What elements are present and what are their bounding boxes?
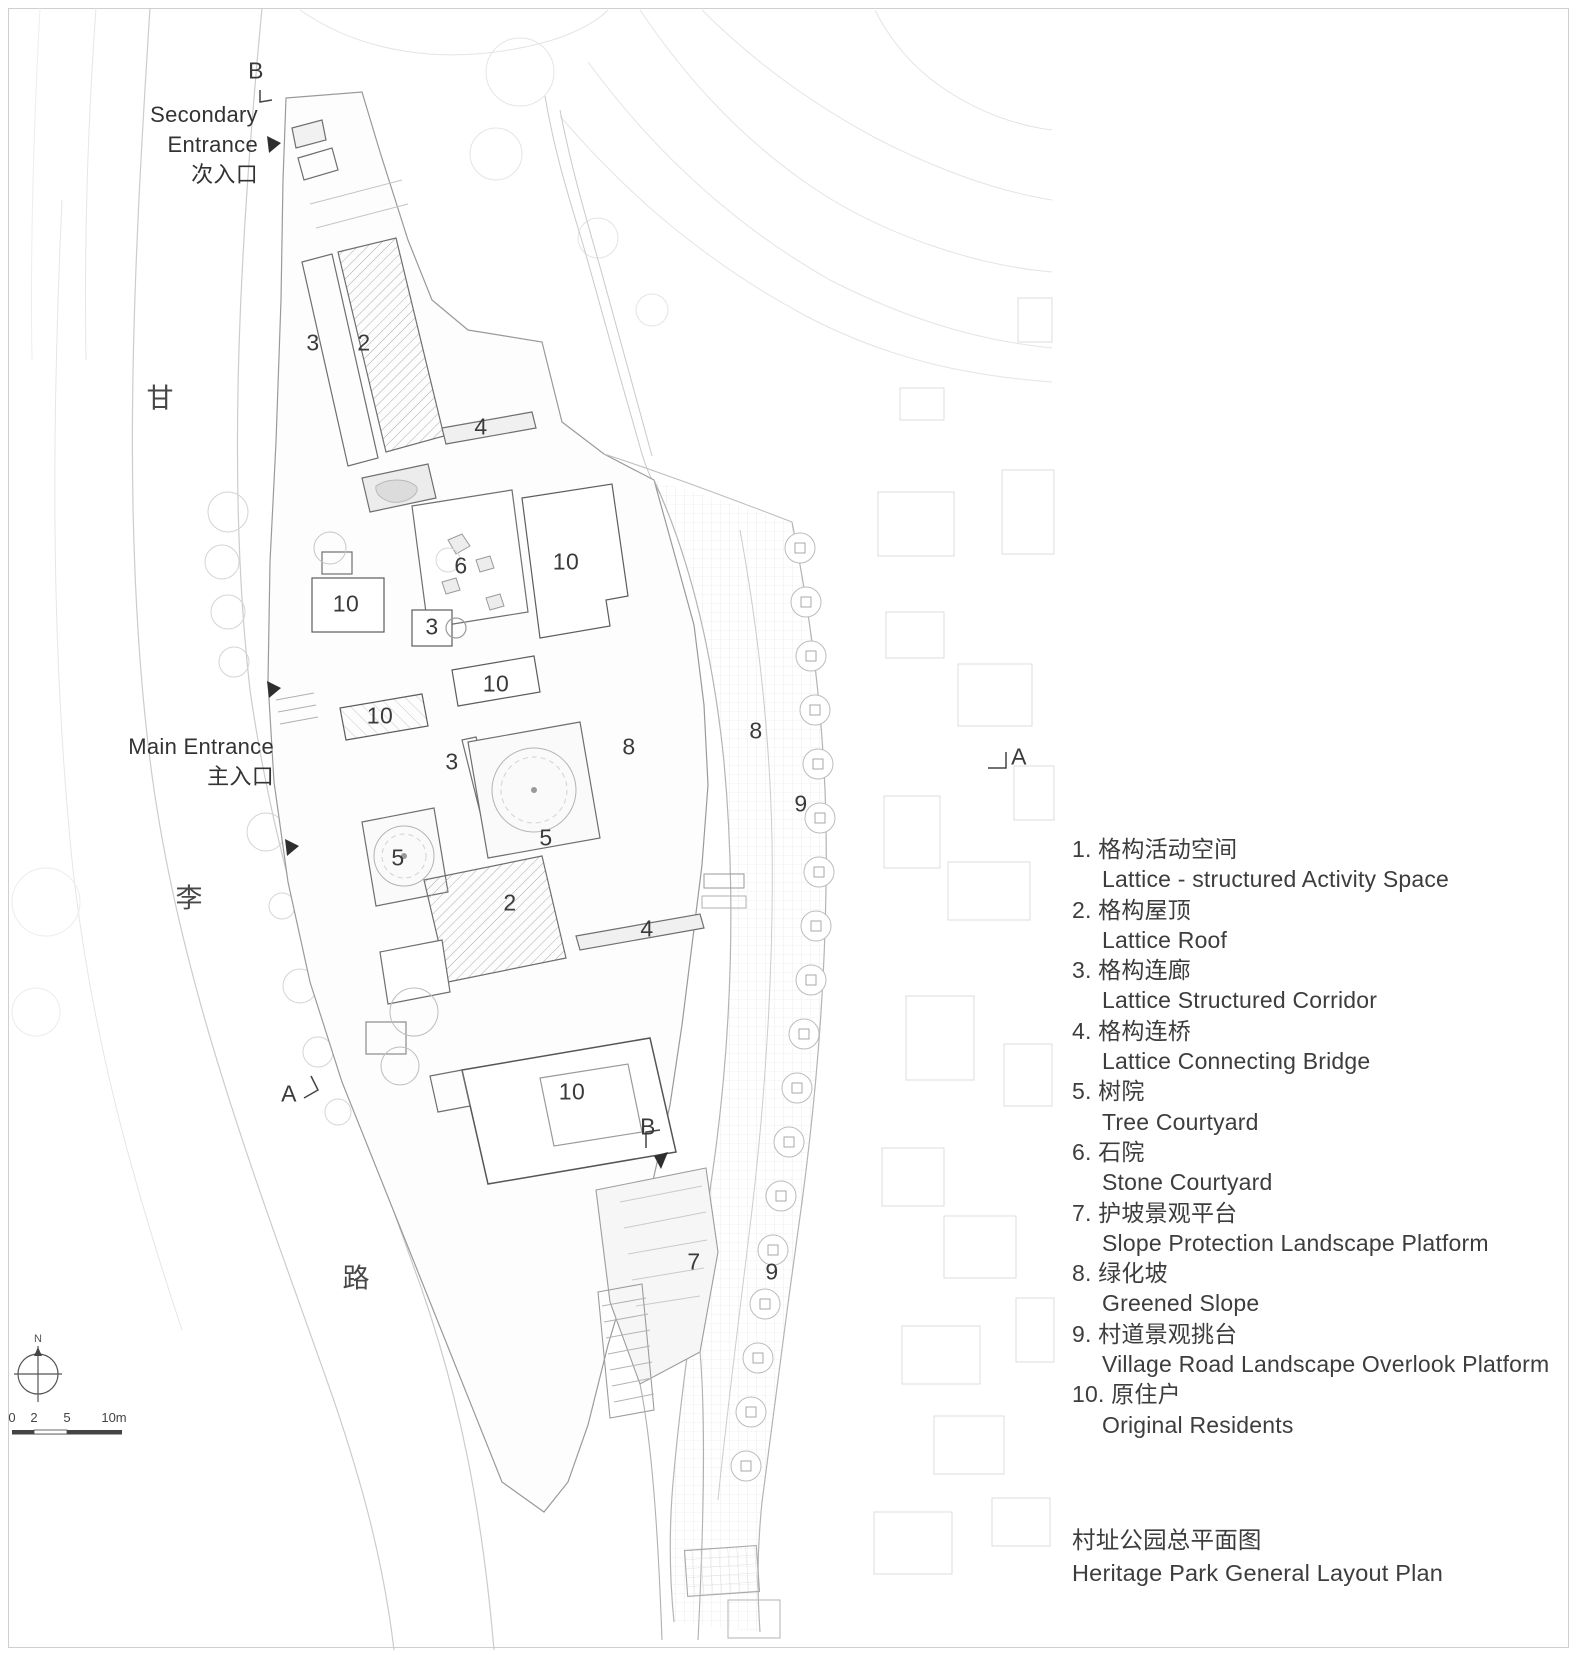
legend-zh: 8. 绿化坡 (1072, 1260, 1168, 1287)
legend-item-7: 7. 护坡景观平台 Slope Protection Landscape Pla… (1072, 1198, 1570, 1259)
plan-label-stone-courtyard: 6 (454, 552, 468, 579)
legend-en: Lattice Structured Corridor (1102, 987, 1378, 1014)
legend-en: Greened Slope (1102, 1290, 1260, 1317)
legend-en: Tree Courtyard (1102, 1108, 1259, 1135)
courtyard-trees (313, 531, 577, 1086)
scale-label-0: 0 (8, 1410, 16, 1425)
plan-label-greened-slope: 8 (749, 717, 763, 744)
street-trees (11, 491, 352, 1126)
plan-label-platform: 7 (687, 1248, 701, 1275)
section-marker-a-left: A (281, 1080, 297, 1107)
scale-label-2: 2 (30, 1410, 38, 1425)
legend-zh: 9. 村道景观挑台 (1072, 1320, 1238, 1347)
legend-item-6: 6. 石院 Stone Courtyard (1072, 1137, 1570, 1198)
legend-item-4: 4. 格构连桥 Lattice Connecting Bridge (1072, 1016, 1570, 1077)
legend-zh: 5. 树院 (1072, 1078, 1145, 1105)
site-plan-drawing (11, 7, 1055, 1651)
legend-en: Lattice Connecting Bridge (1102, 1048, 1371, 1075)
scale-label-5: 5 (63, 1410, 71, 1425)
legend-item-3: 3. 格构连廊 Lattice Structured Corridor (1072, 955, 1570, 1016)
plan-label-resident: 10 (482, 670, 510, 697)
plan-label-overlook: 9 (765, 1258, 779, 1285)
plan-label-tree-courtyard: 5 (391, 844, 405, 871)
section-marker-b-top: B (248, 57, 264, 84)
plan-label-roof: 2 (357, 329, 371, 356)
legend-item-10: 10. 原住户 Original Residents (1072, 1379, 1570, 1440)
legend: 1. 格构活动空间 Lattice - structured Activity … (1072, 834, 1570, 1440)
plan-label-resident: 10 (332, 590, 360, 617)
plan-label-tree-courtyard: 5 (539, 824, 553, 851)
title-block: 村址公园总平面图 Heritage Park General Layout Pl… (1072, 1524, 1443, 1590)
legend-zh: 3. 格构连廊 (1072, 957, 1191, 984)
legend-zh: 10. 原住户 (1072, 1381, 1181, 1408)
legend-item-1: 1. 格构活动空间 Lattice - structured Activity … (1072, 834, 1570, 895)
plan-label-bridge: 4 (640, 915, 654, 942)
secondary-entrance-label: Secondary Entrance 次入口 (140, 100, 258, 190)
legend-en: Slope Protection Landscape Platform (1102, 1229, 1489, 1256)
north-label: N (34, 1333, 42, 1345)
legend-item-2: 2. 格构屋顶 Lattice Roof (1072, 895, 1570, 956)
secondary-entrance-zh: 次入口 (191, 162, 258, 187)
entrance-arrows (267, 136, 668, 1169)
legend-zh: 1. 格构活动空间 (1072, 836, 1238, 862)
plan-title-en: Heritage Park General Layout Plan (1072, 1560, 1444, 1586)
street-name-char: 甘 (146, 383, 174, 414)
north-arrow-icon (14, 1346, 62, 1402)
street-name-char: 李 (175, 883, 203, 914)
legend-zh: 2. 格构屋顶 (1072, 896, 1191, 923)
section-marker-b-bottom: B (640, 1113, 656, 1140)
legend-en: Original Residents (1102, 1411, 1294, 1438)
plan-label-bridge: 4 (474, 413, 488, 440)
plan-label-resident: 10 (366, 702, 394, 729)
legend-en: Lattice - structured Activity Space (1102, 866, 1450, 893)
plan-label-resident: 10 (552, 548, 580, 575)
plan-label-corridor: 3 (425, 613, 439, 640)
village-houses (873, 297, 1055, 1575)
plan-label-overlook: 9 (794, 790, 808, 817)
legend-item-5: 5. 树院 Tree Courtyard (1072, 1076, 1570, 1137)
plan-label-corridor: 3 (306, 329, 320, 356)
hillside-lines (544, 95, 661, 495)
legend-en: Stone Courtyard (1102, 1169, 1273, 1196)
contour-lines (299, 9, 1053, 383)
plan-label-greened-slope: 8 (622, 733, 636, 760)
secondary-entrance-en: Secondary Entrance (150, 102, 258, 157)
site-plan: 3 2 4 6 10 10 3 10 10 8 8 9 3 5 5 2 4 10… (8, 7, 1055, 1651)
section-markers (259, 90, 1007, 1148)
plan-label-resident: 10 (558, 1078, 586, 1105)
scale-bar (12, 1429, 122, 1435)
legend-zh: 7. 护坡景观平台 (1072, 1199, 1238, 1226)
legend-zh: 4. 格构连桥 (1072, 1017, 1191, 1044)
legend-item-8: 8. 绿化坡 Greened Slope (1072, 1258, 1570, 1319)
main-entrance-zh: 主入口 (207, 764, 274, 789)
street-name-char: 路 (342, 1263, 370, 1294)
plan-label-corridor: 3 (445, 748, 459, 775)
scale-label-10m: 10m (101, 1410, 127, 1425)
legend-en: Village Road Landscape Overlook Platform (1102, 1351, 1550, 1378)
slope-platform-7 (595, 1167, 781, 1641)
plan-label-roof: 2 (503, 889, 517, 916)
main-entrance-en: Main Entrance (128, 734, 274, 759)
legend-en: Lattice Roof (1102, 926, 1228, 953)
legend-item-9: 9. 村道景观挑台 Village Road Landscape Overloo… (1072, 1319, 1570, 1380)
main-entrance-label: Main Entrance 主入口 (120, 732, 274, 792)
slope-trees (730, 532, 836, 1482)
plan-title-zh: 村址公园总平面图 (1072, 1527, 1262, 1553)
legend-zh: 6. 石院 (1072, 1138, 1145, 1165)
section-marker-a-right: A (1011, 743, 1027, 770)
